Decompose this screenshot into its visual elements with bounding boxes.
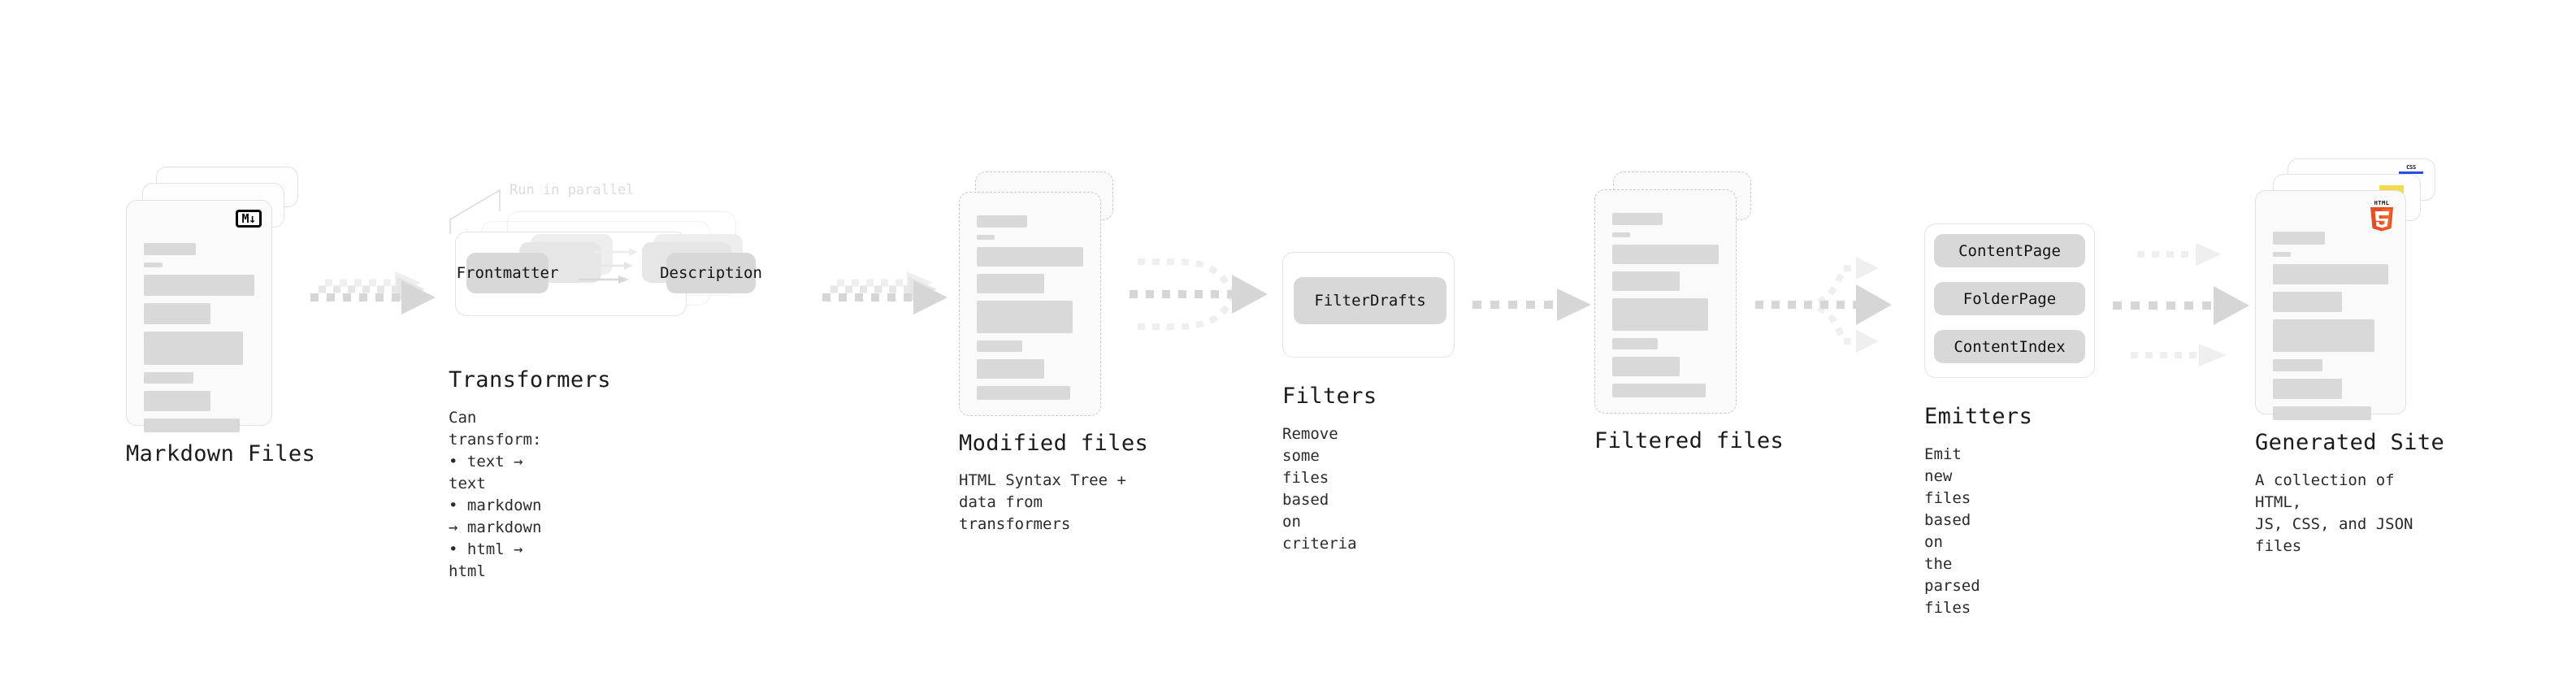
stage-title-transformers: Transformers [449, 367, 611, 393]
stage-desc-filters: Remove some files based on criteria [1282, 425, 1357, 553]
placeholder-bar [1612, 245, 1719, 264]
placeholder-bar [2273, 319, 2374, 352]
stage-markdown-files: M↓ Markdown Files [126, 167, 315, 466]
stage-desc-generated-site: A collection of HTML, JS, CSS, and JSON … [2255, 471, 2413, 555]
markdown-badge: M↓ [236, 210, 262, 228]
placeholder-bar [977, 274, 1044, 293]
placeholder-bar [977, 386, 1071, 400]
connector-filtered-to-emitters [1755, 257, 1892, 353]
filter-pill-filterdrafts[interactable]: FilterDrafts [1294, 277, 1446, 324]
placeholder-bar [2273, 379, 2343, 399]
placeholder-bar [2273, 292, 2343, 312]
placeholder-bar [144, 332, 244, 365]
stage-title-markdown-files: Markdown Files [126, 441, 316, 466]
placeholder-bar [1612, 232, 1630, 237]
connector-transformers-to-modified [822, 271, 948, 314]
placeholder-bar [1612, 357, 1680, 376]
placeholder-bar [977, 359, 1044, 379]
emitter-pill-contentindex[interactable]: ContentIndex [1934, 330, 2085, 363]
connector-filters-to-filtered [1472, 288, 1591, 321]
run-in-parallel-bracket [449, 189, 501, 234]
placeholder-bar [977, 235, 995, 240]
stage-modified-files: Modified files HTML Syntax Tree + data f… [959, 167, 1148, 533]
stage-title-emitters: Emitters [1924, 404, 2033, 429]
html5-badge: HTML [2370, 200, 2393, 232]
placeholder-bar [2273, 264, 2388, 284]
placeholder-bar [2273, 232, 2325, 245]
placeholder-bar [977, 247, 1083, 267]
generated-card-stack: CSS HTML [2255, 158, 2442, 420]
emitter-pill-folderpage[interactable]: FolderPage [1934, 282, 2085, 315]
placeholder-bar [144, 372, 194, 384]
modified-card-stack [959, 167, 1134, 427]
stage-desc-modified-files: HTML Syntax Tree + data from transformer… [959, 471, 1126, 533]
connector-modified-to-filters [1130, 258, 1268, 330]
css-badge: CSS [2399, 163, 2423, 174]
transformer-pill-frontmatter[interactable]: Frontmatter [457, 253, 558, 293]
placeholder-bar [977, 301, 1073, 333]
placeholder-bar [144, 303, 210, 324]
placeholder-bar [1612, 213, 1663, 225]
modified-card-front [959, 192, 1101, 416]
markdown-card-front: M↓ [126, 200, 272, 432]
placeholder-bar [144, 419, 241, 432]
placeholder-bar [144, 391, 210, 411]
placeholder-bar [144, 275, 254, 296]
placeholder-bar [977, 340, 1023, 352]
generated-placeholder-bars [2273, 232, 2388, 427]
connector-markdown-to-transformers [310, 271, 436, 314]
placeholder-bar [144, 262, 163, 267]
placeholder-bar [2273, 252, 2291, 257]
generated-card-front: HTML [2255, 190, 2406, 420]
stage-title-generated-site: Generated Site [2255, 430, 2445, 455]
modified-placeholder-bars [977, 215, 1083, 407]
transformer-pill-description[interactable]: Description [660, 253, 762, 293]
connector-emitters-to-generated [2113, 243, 2249, 367]
stage-desc-transformers: Can transform: • text → text • markdown … [449, 409, 542, 580]
stage-title-filters: Filters [1282, 384, 1377, 409]
stage-title-modified-files: Modified files [959, 431, 1149, 456]
placeholder-bar [977, 215, 1027, 228]
placeholder-bar [2273, 359, 2323, 371]
stage-filtered-files: Filtered files [1594, 167, 1784, 453]
stage-desc-emitters: Emit new files based on the parsed files [1924, 445, 1980, 617]
placeholder-bar [144, 243, 196, 255]
stage-title-filtered-files: Filtered files [1594, 428, 1785, 453]
markdown-placeholder-bars [144, 243, 254, 440]
emitter-pill-contentpage[interactable]: ContentPage [1934, 234, 2085, 267]
placeholder-bar [1612, 338, 1659, 349]
filtered-placeholder-bars [1612, 213, 1719, 405]
placeholder-bar [2273, 406, 2371, 420]
filtered-card-stack [1594, 167, 1769, 427]
stage-generated-site: CSS HTML [2255, 158, 2444, 555]
placeholder-bar [1612, 298, 1708, 331]
placeholder-bar [1612, 271, 1680, 291]
markdown-card-stack: M↓ [126, 167, 301, 432]
svg-text:HTML: HTML [2374, 200, 2390, 206]
filtered-card-front [1594, 189, 1737, 414]
placeholder-bar [1612, 384, 1706, 397]
run-in-parallel-label: Run in parallel [510, 182, 635, 198]
transformers-inner-arrows [579, 248, 638, 284]
